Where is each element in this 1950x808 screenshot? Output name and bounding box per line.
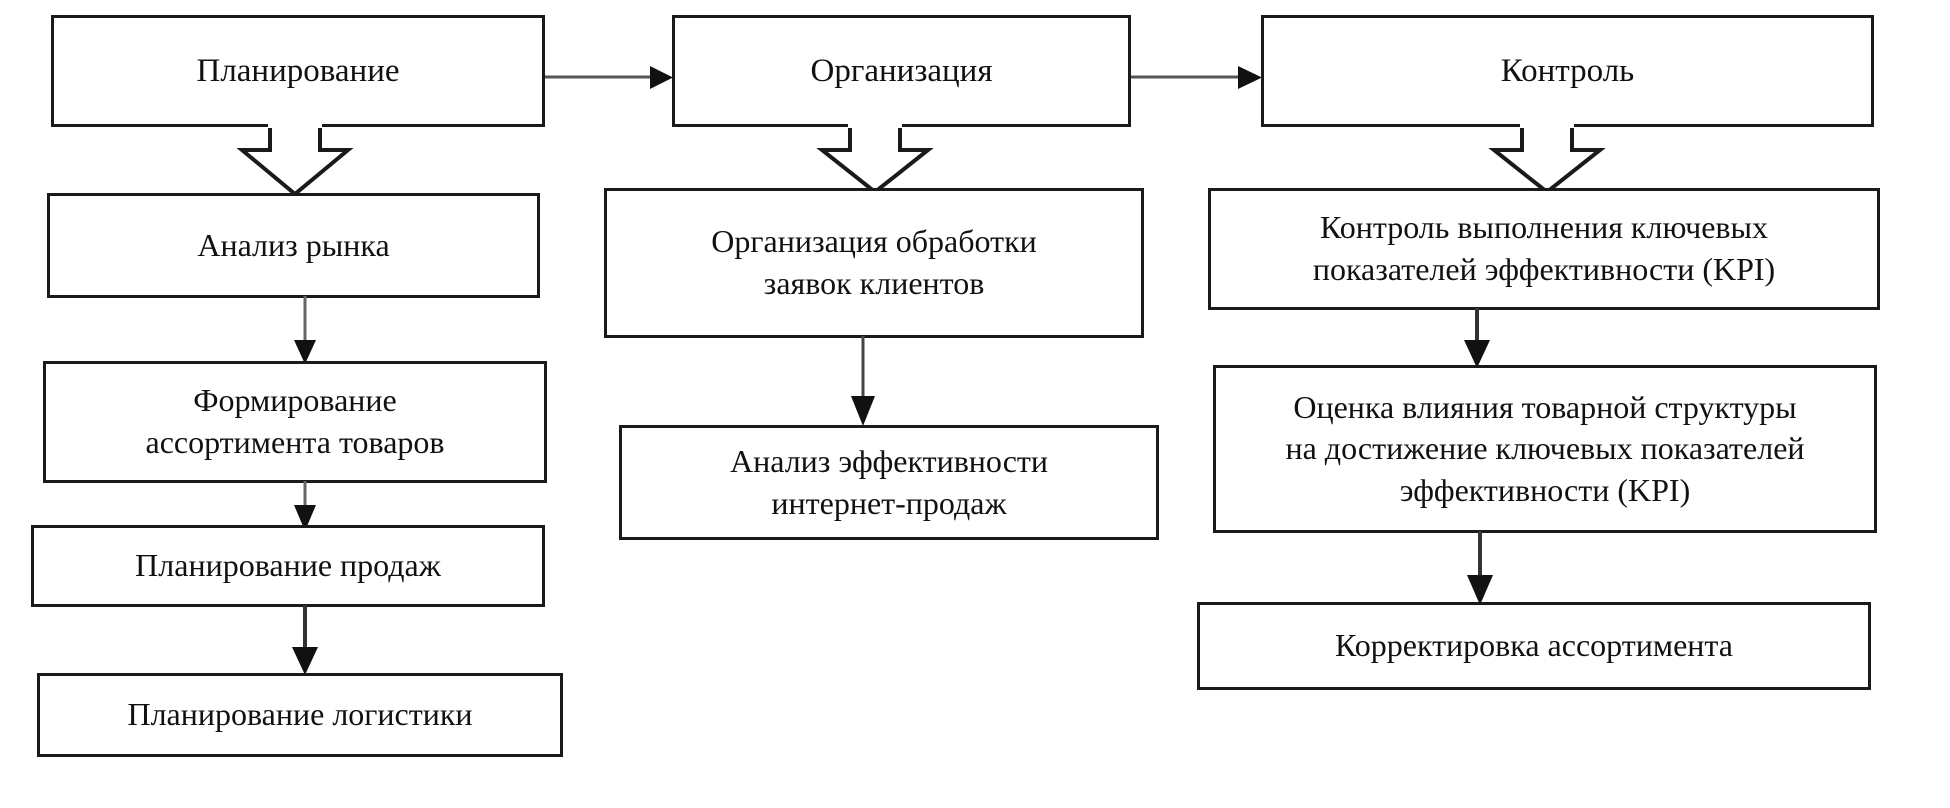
node-assortment-correction: Корректировка ассортимента (1197, 602, 1871, 690)
connector-control-to-kpi-control (1467, 120, 1627, 195)
node-label: Формирование ассортимента товаров (145, 382, 445, 460)
connector-sales-planning-to-logistics-planning (280, 605, 330, 677)
node-label: Корректировка ассортимента (1334, 627, 1733, 664)
node-label: Планирование продаж (135, 547, 441, 584)
node-kpi-control: Контроль выполнения ключевых показателей… (1208, 188, 1880, 310)
node-structure-impact: Оценка влияния товарной структуры на дос… (1213, 365, 1877, 533)
node-organization-header: Организация (672, 15, 1131, 127)
node-label: Планирование (196, 52, 400, 89)
node-control-header: Контроль (1261, 15, 1874, 127)
connector-planning-to-market-analysis (215, 120, 375, 198)
node-order-processing: Организация обработки заявок клиентов (604, 188, 1144, 338)
connector-assortment-formation-to-sales-planning (280, 481, 330, 533)
node-label: Анализ эффективности интернет-продаж (729, 442, 1049, 521)
node-sales-planning: Планирование продаж (31, 525, 545, 607)
connector-market-analysis-to-assortment-formation (280, 296, 330, 366)
node-label: Планирование логистики (127, 696, 473, 733)
node-label: Контроль выполнения ключевых показателей… (1312, 209, 1776, 287)
node-label: Анализ рынка (197, 226, 390, 263)
connector-planning-to-organization (545, 58, 677, 98)
node-label: Контроль (1500, 52, 1635, 89)
node-logistics-planning: Планирование логистики (37, 673, 563, 757)
connector-organization-to-control (1131, 58, 1266, 98)
connector-order-processing-to-online-sales-efficiency (838, 336, 888, 428)
node-assortment-formation: Формирование ассортимента товаров (43, 361, 547, 483)
connector-kpi-control-to-structure-impact (1452, 308, 1502, 370)
node-online-sales-efficiency: Анализ эффективности интернет-продаж (619, 425, 1159, 540)
node-label: Организация (810, 52, 993, 89)
connector-organization-to-order-processing (795, 120, 955, 195)
node-market-analysis: Анализ рынка (47, 193, 540, 298)
node-planning-header: Планирование (51, 15, 545, 127)
connector-structure-impact-to-assortment-correction (1455, 531, 1505, 607)
node-label: Организация обработки заявок клиентов (711, 223, 1037, 301)
node-label: Оценка влияния товарной структуры на дос… (1285, 388, 1805, 508)
